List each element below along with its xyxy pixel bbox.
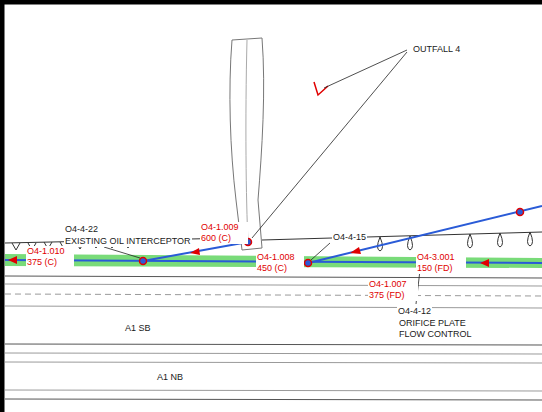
outfall-mark [314,82,328,95]
flow-arrow [190,248,200,255]
bank-symbols [378,232,533,251]
manhole-ref: O4-4-22 [64,224,99,235]
leader-line [324,50,407,88]
leader-line [104,247,140,258]
road-line [5,362,542,363]
leader-lines [104,50,420,304]
channel-centreline [246,40,248,242]
flow-arrow [350,247,361,254]
manhole [305,260,312,267]
road-line [5,306,542,308]
manhole-ref: O4-4-15 [332,232,367,243]
leader-line [252,52,407,238]
pipe-label: O4-1.010 375 (C) [26,246,74,268]
road-line [5,353,542,354]
road-line [5,344,542,345]
outfall-channel [230,38,264,250]
pipe-label: O4-3.001 150 (FD) [416,252,466,274]
control-note: ORIFICE PLATE FLOW CONTROL [398,318,488,340]
road-line [5,399,542,400]
pipe-label: O4-1.008 450 (C) [256,252,304,274]
road-line [5,284,542,286]
flow-arrow [480,259,489,267]
carriageway-lines [5,276,542,400]
road-edge [5,276,542,278]
pipe-label: O4-1.009 600 (C) [200,222,248,244]
manhole [517,209,524,216]
outfall-label: OUTFALL 4 [412,44,461,55]
structure-note: EXISTING OIL INTERCEPTOR [64,236,192,247]
leader-line [311,243,330,260]
road-line [5,294,542,296]
carriageway-label: A1 NB [156,372,184,383]
carriageway-label: A1 SB [124,323,152,334]
manhole-ref: O4-4-12 [397,306,432,317]
pipe-label: O4-1.007 375 (FD) [368,279,418,301]
embankment [5,232,542,251]
manhole [140,258,147,265]
road-line [5,390,542,391]
flow-arrow [8,256,17,264]
